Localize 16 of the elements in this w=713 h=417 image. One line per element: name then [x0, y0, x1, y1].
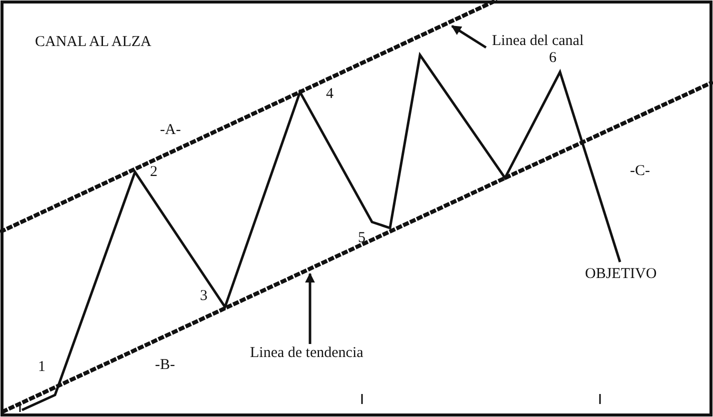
target-label: OBJETIVO	[585, 266, 657, 282]
trend-line	[1, 176, 506, 414]
line-label: -B-	[155, 357, 175, 374]
point-number: 4	[326, 86, 334, 102]
callout-text: Linea del canal	[492, 33, 584, 50]
point-number: 1	[38, 359, 46, 376]
point-number: 2	[150, 164, 158, 180]
point-number: 5	[358, 230, 366, 246]
point-number: 6	[549, 50, 556, 66]
line-label: -C-	[630, 163, 650, 180]
point-number: 3	[200, 288, 208, 304]
callout-text: Linea de tendencia	[250, 345, 364, 362]
line-label: -A-	[160, 122, 181, 138]
leader-arrow	[451, 24, 487, 49]
chart-title: CANAL AL ALZA	[35, 34, 152, 50]
leader-arrow	[305, 272, 315, 344]
